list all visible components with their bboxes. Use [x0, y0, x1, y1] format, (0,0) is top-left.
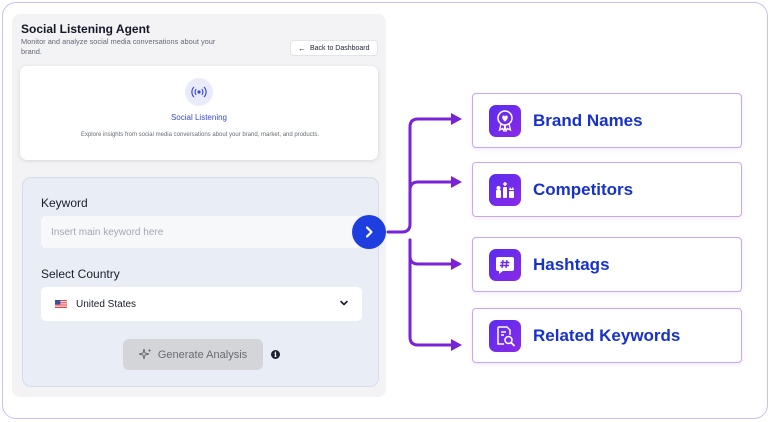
chevron-right-icon: [365, 226, 373, 238]
page-subtitle: Monitor and analyze social media convers…: [21, 37, 216, 56]
us-flag-icon: [55, 300, 67, 308]
document-search-icon: [489, 319, 521, 352]
broadcast-icon: [185, 78, 213, 106]
feature-competitors: Competitors: [472, 162, 742, 217]
feature-related-keywords: Related Keywords: [472, 308, 742, 363]
page-title: Social Listening Agent: [21, 22, 150, 36]
analysis-form: Keyword Insert main keyword here Select …: [22, 177, 379, 387]
submit-arrow-button[interactable]: [352, 215, 386, 249]
card-title: Social Listening: [170, 113, 228, 122]
country-label: Select Country: [41, 267, 120, 281]
arrow-left-icon: ←: [298, 43, 306, 53]
feature-label: Related Keywords: [533, 325, 681, 345]
hashtag-chat-icon: [489, 248, 521, 281]
chevron-down-icon: [340, 300, 348, 306]
feature-label: Brand Names: [533, 110, 643, 130]
keyword-input[interactable]: Insert main keyword here: [41, 216, 362, 248]
chess-pieces-icon: [489, 173, 521, 206]
keyword-label: Keyword: [41, 196, 88, 210]
generate-button-label: Generate Analysis: [157, 348, 248, 361]
feature-brand-names: Brand Names: [472, 93, 742, 148]
social-listening-card[interactable]: Social Listening Explore insights from s…: [20, 66, 378, 160]
back-to-dashboard-button[interactable]: ← Back to Dashboard: [290, 40, 378, 56]
badge-heart-icon: [489, 104, 521, 137]
social-listening-panel: Social Listening Agent Monitor and analy…: [12, 14, 386, 397]
feature-hashtags: Hashtags: [472, 237, 742, 292]
country-value: United States: [76, 298, 137, 310]
feature-label: Hashtags: [533, 254, 610, 274]
generate-analysis-button[interactable]: Generate Analysis: [123, 339, 263, 370]
info-icon[interactable]: i: [271, 350, 280, 359]
sparkle-icon: [138, 348, 152, 360]
feature-label: Competitors: [533, 179, 634, 199]
keyword-placeholder: Insert main keyword here: [51, 226, 164, 238]
country-select[interactable]: United States: [41, 287, 362, 321]
back-button-label: Back to Dashboard: [310, 44, 370, 52]
card-description: Explore insights from social media conve…: [80, 132, 320, 138]
